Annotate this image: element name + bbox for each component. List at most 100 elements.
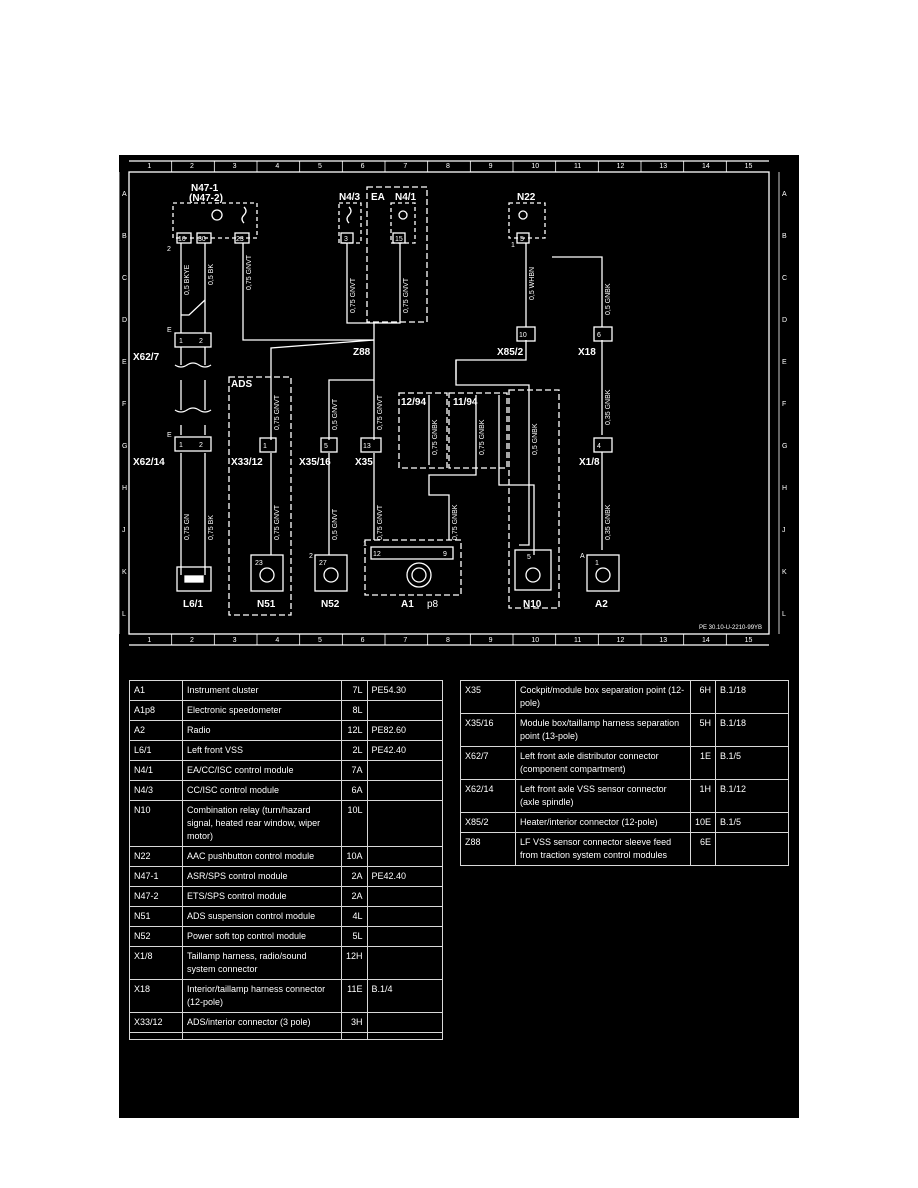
legend-description: ASR/SPS control module	[182, 866, 342, 887]
grid-row-label-right: G	[782, 443, 787, 450]
legend-grid-location: 10E	[689, 812, 717, 833]
grid-row-label-right: C	[782, 275, 787, 282]
legend-reference	[366, 926, 443, 947]
grid-col-label-top: 8	[446, 163, 450, 170]
pin-label: 9	[443, 551, 447, 558]
grid-col-label-bottom: 3	[233, 637, 237, 644]
legend-reference	[366, 780, 443, 801]
legend-code: X85/2	[460, 812, 516, 833]
legend-reference	[366, 760, 443, 781]
legend-code: N51	[129, 906, 183, 927]
legend-grid-location: 2A	[341, 866, 368, 887]
pin-label: 2	[309, 553, 313, 560]
legend-description: Electronic speedometer	[182, 700, 342, 721]
wire-label: 0,75 GNBK	[452, 504, 459, 540]
grid-row-label-right: H	[782, 485, 787, 492]
grid-row-label-left: G	[122, 443, 127, 450]
pin-label: 5	[324, 443, 328, 450]
legend-reference	[715, 832, 790, 866]
legend-description: ETS/SPS control module	[182, 886, 342, 907]
pin-label: 30	[198, 236, 206, 243]
legend-row	[129, 1032, 443, 1040]
label-11-94: 11/94	[453, 397, 478, 408]
legend-reference: PE82.60	[366, 720, 443, 741]
schematic: 1122334455667788991010111112121313141415…	[119, 160, 787, 646]
grid-col-label-bottom: 4	[275, 637, 279, 644]
label-x35-16: X35/16	[299, 457, 331, 468]
grid-col-label-bottom: 9	[489, 637, 493, 644]
legend-description: Left front axle VSS sensor connector (ax…	[515, 779, 691, 813]
legend-grid-location: 5L	[341, 926, 368, 947]
wire-label: 0,75 GNBK	[479, 419, 486, 455]
legend-grid-location: 7A	[341, 760, 368, 781]
pin-label: 23	[255, 560, 263, 567]
legend-code: N4/3	[129, 780, 183, 801]
grid-row-label-right: D	[782, 317, 787, 324]
component-shapes	[172, 186, 620, 616]
legend-reference	[366, 886, 443, 907]
legend-description: Power soft top control module	[182, 926, 342, 947]
grid-row-label-left: K	[122, 569, 127, 576]
wire-label: 0,5 WHBN	[529, 267, 536, 300]
grid-row-label-right: F	[782, 401, 786, 408]
grid-col-label-bottom: 8	[446, 637, 450, 644]
wire-label: 0,5 GNVT	[332, 398, 339, 430]
grid-col-label-bottom: 7	[403, 637, 407, 644]
pin-label: 2	[199, 338, 203, 345]
grid-col-label-bottom: 15	[745, 637, 753, 644]
label-x62-7: X62/7	[133, 352, 160, 363]
label-n4-1: N4/1	[395, 192, 417, 203]
grid-col-label-bottom: 2	[190, 637, 194, 644]
legend-reference	[366, 800, 443, 847]
legend-code: A2	[129, 720, 183, 741]
legend-code: X1/8	[129, 946, 183, 980]
legend-description: Interior/taillamp harness connector (12-…	[182, 979, 342, 1013]
label-a2: A2	[595, 599, 608, 610]
legend-description: ADS suspension control module	[182, 906, 342, 927]
grid-row-label-right: J	[782, 527, 786, 534]
grid-col-label-top: 3	[233, 163, 237, 170]
wire-label: 0,75 GNVT	[274, 394, 281, 430]
grid-col-label-top: 11	[574, 163, 581, 170]
pin-label: 1	[263, 443, 267, 450]
label-x62-14: X62/14	[133, 457, 165, 468]
legend-grid-location: 6E	[689, 832, 717, 866]
grid-row-label-right: A	[782, 191, 787, 198]
pin-label: 15	[395, 236, 403, 243]
legend-description: ADS/interior connector (3 pole)	[182, 1012, 342, 1033]
grid-col-label-top: 7	[403, 163, 407, 170]
grid-col-label-top: 5	[318, 163, 322, 170]
legend-reference	[366, 1012, 443, 1033]
grid-col-label-top: 2	[190, 163, 194, 170]
legend-code: N47-1	[129, 866, 183, 887]
legend-grid-location: 8L	[341, 700, 368, 721]
pin-labels: 10 30 23 3 15 5 1 2 1 2 10 6 1 5 13 4 23…	[167, 236, 601, 567]
grid-col-label-bottom: 10	[531, 637, 539, 644]
pin-label: 1	[363, 541, 367, 548]
legend-reference: PE54.30	[366, 680, 443, 701]
grid-col-label-top: 9	[489, 163, 493, 170]
label-x18: X18	[578, 347, 596, 358]
legend-reference: B.1/18	[715, 713, 790, 747]
grid-row-label-left: A	[122, 191, 127, 198]
pin-label: 2	[199, 442, 203, 449]
legend-code: N47-2	[129, 886, 183, 907]
legend-reference: B.1/5	[715, 812, 790, 833]
legend-grid-location: 6H	[689, 680, 717, 714]
pin-label: 10	[178, 236, 186, 243]
grid-row-label-left: F	[122, 401, 126, 408]
wire-label: 0,5 BKYE	[184, 264, 191, 295]
legend-code: N22	[129, 846, 183, 867]
label-a1: A1	[401, 599, 414, 610]
